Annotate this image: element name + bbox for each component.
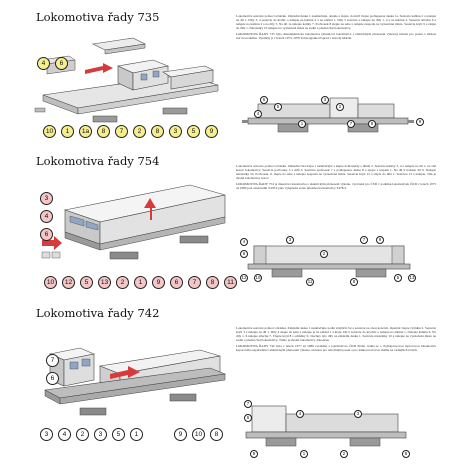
schematic-callout-7: 7: [244, 400, 252, 408]
schematic-callout-1: 1: [298, 120, 306, 128]
schematic-callout-7: 7: [347, 120, 355, 128]
locomotive-742-schematic: [245, 405, 407, 447]
schematic-callout-8: 8: [402, 450, 410, 458]
callout-10: 10: [43, 125, 56, 138]
callout-6b: 6: [170, 276, 183, 289]
callout-1: 1: [134, 276, 147, 289]
callout-1: 1: [61, 125, 74, 138]
schematic-callout-9: 9: [250, 450, 258, 458]
schematic-callout-3: 3: [354, 410, 362, 418]
callout-5: 5: [187, 125, 200, 138]
schematic-callout-4: 4: [240, 238, 248, 246]
schematic-callout-6: 6: [244, 414, 252, 422]
callout-4: 4: [58, 428, 71, 441]
schematic-callout-6: 6: [260, 96, 268, 104]
callout-1a: 1a: [79, 125, 92, 138]
callout-7: 7: [188, 276, 201, 289]
schematic-callout-8: 8: [368, 120, 376, 128]
schematic-callout-1: 1: [300, 450, 308, 458]
history-text: LOKOMOTIVA ŘADY 754 je dieselová lokomot…: [236, 182, 436, 191]
section-735: Lokomotiva řady 735 4 6 10 1 1a 8 7 2 8 …: [0, 0, 470, 150]
schematic-callout-5: 5: [394, 274, 402, 282]
instructions-735: Lokomotivu sestavte pomocí obrázku. Zákl…: [236, 14, 436, 80]
callout-10: 10: [192, 428, 205, 441]
locomotive-754-schematic: [247, 245, 411, 278]
callout-8: 8: [206, 276, 219, 289]
callout-2: 2: [116, 276, 129, 289]
schematic-callout-6: 6: [240, 250, 248, 258]
section-742: Lokomotiva řady 742 7 6 3 4 2 3 5 1 9 10…: [0, 300, 470, 470]
schematic-callout-2: 2: [340, 450, 348, 458]
section-title: Lokomotiva řady 742: [36, 306, 160, 320]
history-text: LOKOMOTIVA ŘADY 742 byla v letech 1977 a…: [236, 344, 436, 353]
callout-9: 9: [152, 276, 165, 289]
instructions-754: Lokomotivu sestavte pomocí obrázku. Zákl…: [236, 164, 436, 220]
callout-8: 8: [210, 428, 223, 441]
schematic-callout-12: 12: [240, 274, 248, 282]
schematic-callout-4: 4: [296, 410, 304, 418]
callout-3b: 3: [94, 428, 107, 441]
callout-6: 6: [55, 57, 68, 70]
callout-11: 11: [224, 276, 237, 289]
callout-5: 5: [112, 428, 125, 441]
locomotive-742-exploded-illustration: [44, 347, 227, 416]
schematic-callout-2: 2: [336, 103, 344, 111]
callout-4: 4: [37, 57, 50, 70]
callout-6: 6: [46, 372, 59, 385]
callout-12: 12: [62, 276, 75, 289]
callout-7: 7: [46, 354, 59, 367]
schematic-callout-7: 7: [360, 236, 368, 244]
assembly-text: Lokomotivu sestavte pomocí obrázku. Zákl…: [236, 14, 436, 31]
section-title: Lokomotiva řady 754: [36, 154, 160, 168]
callout-6: 6: [40, 228, 53, 241]
assembly-text: Lokomotivu sestavte pomocí obrázku. Zákl…: [236, 164, 436, 181]
callout-8b: 8: [151, 125, 164, 138]
assembly-text: Lokomotivu sestavte pomocí obrázku. Zákl…: [236, 326, 436, 343]
callout-10: 10: [44, 276, 57, 289]
schematic-callout-11: 11: [306, 278, 314, 286]
callout-3: 3: [169, 125, 182, 138]
schematic-callout-4: 4: [254, 110, 262, 118]
schematic-callout-3: 3: [321, 96, 329, 104]
callout-13: 13: [98, 276, 111, 289]
instructions-742: Lokomotivu sestavte pomocí obrázku. Zákl…: [236, 326, 436, 386]
schematic-callout-3: 3: [286, 236, 294, 244]
callout-3: 3: [40, 428, 53, 441]
callout-1: 1: [130, 428, 143, 441]
history-text: LOKOMOTIVA ŘADY 735 byla dieselelektrick…: [236, 32, 436, 41]
schematic-callout-5: 5: [274, 103, 282, 111]
section-754: Lokomotiva řady 754 3 4 6 10 12 5 13 2 1…: [0, 150, 470, 300]
section-title: Lokomotiva řady 735: [36, 10, 160, 24]
schematic-callout-10: 10: [254, 274, 262, 282]
schematic-callout-9: 9: [376, 236, 384, 244]
locomotive-754-exploded-illustration: [41, 184, 226, 260]
callout-8: 8: [97, 125, 110, 138]
callout-4: 4: [40, 210, 53, 223]
callout-9: 9: [205, 125, 218, 138]
schematic-callout-9: 9: [416, 118, 424, 126]
callout-2: 2: [76, 428, 89, 441]
callout-3: 3: [40, 192, 53, 205]
callout-9: 9: [174, 428, 187, 441]
callout-5: 5: [80, 276, 93, 289]
locomotive-735-exploded-illustration: [34, 37, 219, 123]
schematic-callout-8: 8: [350, 278, 358, 286]
schematic-callout-13: 13: [408, 274, 416, 282]
callout-7: 7: [115, 125, 128, 138]
schematic-callout-2: 2: [320, 250, 328, 258]
callout-2: 2: [133, 125, 146, 138]
